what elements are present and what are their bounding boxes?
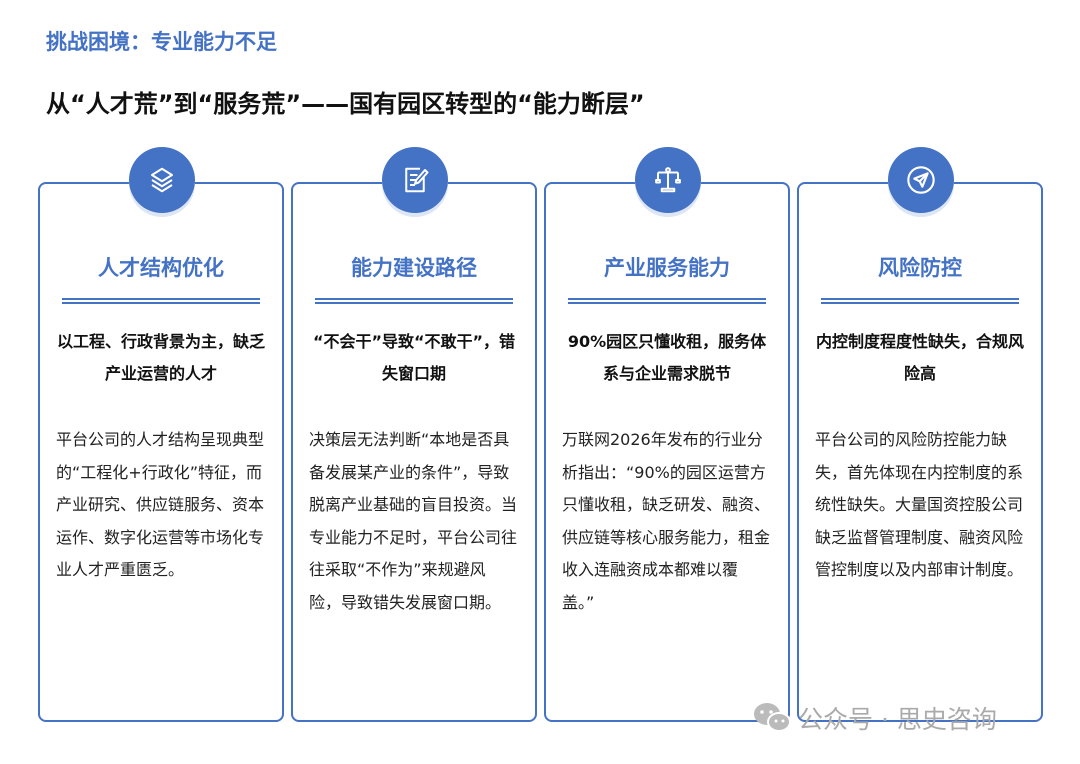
card-subtitle: 内控制度程度性缺失，合规风险高 [815, 332, 1024, 383]
section-kicker: 挑战困境：专业能力不足 [46, 30, 277, 54]
card-body: 决策层无法判断“本地是否具备发展某产业的条件”，导致脱离产业基础的盲目投资。当专… [309, 430, 518, 612]
card-risk: 风险防控 内控制度程度性缺失，合规风险高 平台公司的风险防控能力缺失，首先体现在… [797, 147, 1043, 722]
watermark-text: 公众号 · 思史咨询 [798, 705, 997, 734]
card-service: 产业服务能力 90%园区只懂收租，服务体系与企业需求脱节 万联网2026年发布的… [544, 147, 790, 722]
document-edit-icon [382, 147, 448, 213]
card-talent: 人才结构优化 以工程、行政背景为主，缺乏产业运营的人才 平台公司的人才结构呈现典… [38, 147, 284, 722]
card-capability: 能力建设路径 “不会干”导致“不敢干”，错失窗口期 决策层无法判断“本地是否具备… [291, 147, 537, 722]
card-subtitle: “不会干”导致“不敢干”，错失窗口期 [312, 332, 516, 383]
divider [821, 298, 1019, 304]
card-title: 产业服务能力 [604, 256, 730, 280]
card-title: 能力建设路径 [351, 256, 477, 280]
card-body: 平台公司的风险防控能力缺失，首先体现在内控制度的系统性缺失。大量国资控股公司缺乏… [815, 430, 1024, 579]
page-title: 从“人才荒”到“服务荒”——国有园区转型的“能力断层” [46, 90, 645, 118]
layers-icon [129, 147, 195, 213]
divider [568, 298, 766, 304]
card-title: 风险防控 [878, 256, 962, 280]
divider [315, 298, 513, 304]
card-body: 万联网2026年发布的行业分析指出：“90%的园区运营方只懂收租，缺乏研发、融资… [562, 430, 771, 612]
divider [62, 298, 260, 304]
card-title: 人才结构优化 [98, 256, 224, 280]
card-subtitle: 90%园区只懂收租，服务体系与企业需求脱节 [567, 332, 767, 383]
scale-icon [635, 147, 701, 213]
send-icon [888, 147, 954, 213]
card-body: 平台公司的人才结构呈现典型的“工程化+行政化”特征，而产业研究、供应链服务、资本… [56, 430, 265, 579]
card-subtitle: 以工程、行政背景为主，缺乏产业运营的人才 [56, 332, 265, 383]
watermark: 公众号 · 思史咨询 [752, 700, 997, 736]
wechat-icon [754, 703, 791, 732]
